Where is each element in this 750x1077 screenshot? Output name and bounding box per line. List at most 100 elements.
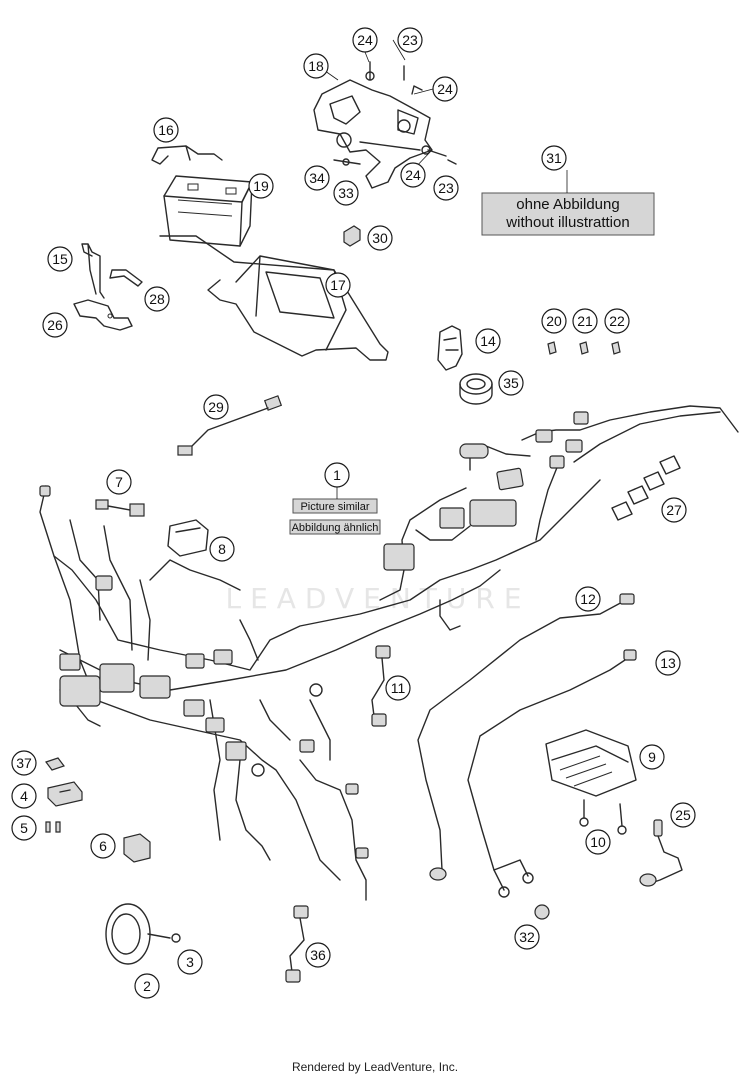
svg-text:17: 17 — [330, 277, 346, 293]
svg-text:30: 30 — [372, 230, 388, 246]
footer-credit: Rendered by LeadVenture, Inc. — [291, 1060, 459, 1074]
relay-6-art — [123, 833, 151, 863]
callout-23-top: 23 — [397, 27, 423, 53]
svg-text:8: 8 — [218, 541, 226, 557]
callout-10: 10 — [585, 829, 611, 855]
svg-text:34: 34 — [309, 170, 325, 186]
callout-27: 27 — [661, 497, 687, 523]
svg-text:19: 19 — [253, 178, 269, 194]
svg-text:9: 9 — [648, 749, 656, 765]
svg-text:27: 27 — [666, 502, 682, 518]
svg-text:5: 5 — [20, 820, 28, 836]
cable-13-art — [467, 649, 637, 898]
svg-text:7: 7 — [115, 474, 123, 490]
svg-text:24: 24 — [437, 81, 453, 97]
svg-text:10: 10 — [590, 834, 606, 850]
callout-16: 16 — [153, 117, 179, 143]
svg-text:31: 31 — [546, 150, 562, 166]
callout-29: 29 — [203, 394, 229, 420]
callout-8: 8 — [209, 536, 235, 562]
callout-33: 33 — [333, 180, 359, 206]
cable-36-art — [285, 905, 309, 983]
watermark: LEADVENTURE — [225, 582, 530, 615]
callout-12: 12 — [575, 586, 601, 612]
svg-text:33: 33 — [338, 185, 354, 201]
svg-text:13: 13 — [660, 655, 676, 671]
svg-text:1: 1 — [333, 467, 341, 483]
svg-text:24: 24 — [405, 167, 421, 183]
svg-text:26: 26 — [47, 317, 63, 333]
callouts: 1 2 3 4 5 6 7 8 9 10 11 12 13 14 15 16 1… — [11, 27, 696, 999]
callout-14: 14 — [475, 328, 501, 354]
callout-19: 19 — [248, 173, 274, 199]
callout-36: 36 — [305, 942, 331, 968]
svg-text:25: 25 — [675, 807, 691, 823]
callout-26: 26 — [42, 312, 68, 338]
cable-29-art — [177, 395, 283, 456]
svg-text:14: 14 — [480, 333, 496, 349]
callout-24-bottom: 24 — [400, 162, 426, 188]
cable-25-art — [639, 819, 683, 887]
horn-art — [105, 903, 181, 965]
regulator-art — [545, 729, 637, 835]
clip-30-art — [343, 225, 361, 247]
note-text-de: ohne Abbildung — [516, 196, 619, 213]
svg-text:20: 20 — [546, 313, 562, 329]
bracket-assembly-art — [313, 61, 457, 189]
svg-text:16: 16 — [158, 122, 174, 138]
svg-text:36: 36 — [310, 947, 326, 963]
svg-text:22: 22 — [609, 313, 625, 329]
ignition-art — [437, 325, 493, 405]
svg-text:2: 2 — [143, 978, 151, 994]
battery-holder-art — [159, 235, 389, 361]
brackets-15-26-28-art — [73, 243, 143, 331]
svg-text:23: 23 — [402, 32, 418, 48]
svg-text:18: 18 — [308, 58, 324, 74]
callout-11: 11 — [385, 675, 411, 701]
svg-text:6: 6 — [99, 838, 107, 854]
picture-similar-de-text: Abbildung ähnlich — [292, 522, 379, 534]
fuses-art — [547, 341, 621, 355]
callout-13: 13 — [655, 650, 681, 676]
svg-text:28: 28 — [149, 291, 165, 307]
callout-15: 15 — [47, 246, 73, 272]
callout-6: 6 — [90, 833, 116, 859]
svg-text:12: 12 — [580, 591, 596, 607]
callout-20: 20 — [541, 308, 567, 334]
svg-text:15: 15 — [52, 251, 68, 267]
callout-1: 1 — [324, 462, 350, 488]
callout-17: 17 — [325, 272, 351, 298]
callout-21: 21 — [572, 308, 598, 334]
callout-34: 34 — [304, 165, 330, 191]
leader-lines — [317, 39, 568, 499]
callout-9: 9 — [639, 744, 665, 770]
callout-37: 37 — [11, 750, 37, 776]
callout-3: 3 — [177, 949, 203, 975]
callout-2: 2 — [134, 973, 160, 999]
callout-23-bottom: 23 — [433, 175, 459, 201]
note-without-illustration: ohne Abbildung without illustrattion — [481, 192, 655, 236]
callout-28: 28 — [144, 286, 170, 312]
callout-5: 5 — [11, 815, 37, 841]
svg-text:32: 32 — [519, 929, 535, 945]
picture-similar-text: Picture similar — [300, 501, 369, 513]
relay-8-art — [167, 519, 209, 557]
connectors-27-art — [611, 455, 681, 521]
svg-text:3: 3 — [186, 954, 194, 970]
svg-text:21: 21 — [577, 313, 593, 329]
callout-24-right: 24 — [432, 76, 458, 102]
cable-12-art — [417, 593, 635, 881]
callout-32: 32 — [514, 924, 540, 950]
svg-text:29: 29 — [208, 399, 224, 415]
main-harness-art — [39, 405, 739, 901]
svg-text:23: 23 — [438, 180, 454, 196]
note-text-en: without illustrattion — [505, 214, 629, 231]
note-picture-similar: Picture similar Abbildung ähnlich — [289, 498, 381, 535]
callout-18: 18 — [303, 53, 329, 79]
cable-11-art — [371, 645, 391, 727]
callout-30: 30 — [367, 225, 393, 251]
nut-32-art — [534, 904, 550, 920]
svg-text:4: 4 — [20, 788, 28, 804]
svg-text:24: 24 — [357, 32, 373, 48]
